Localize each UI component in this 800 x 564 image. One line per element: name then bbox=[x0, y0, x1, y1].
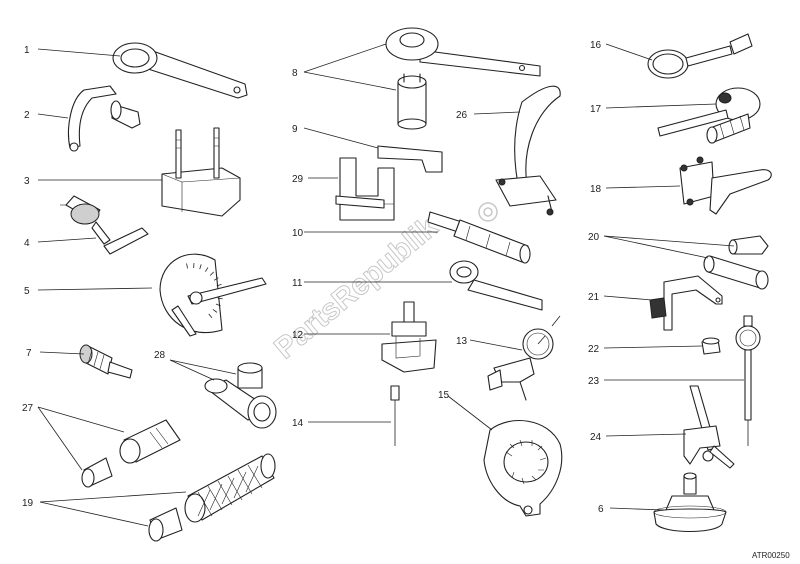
part-14-probe-rod bbox=[390, 385, 400, 446]
part-13-dial-indicator bbox=[487, 315, 561, 401]
part-8-pin-spanner bbox=[385, 27, 541, 130]
callout-17: 17 bbox=[590, 104, 602, 115]
callout-labels: 1 2 3 4 5 7 27 19 28 8 9 29 10 11 12 14 … bbox=[22, 40, 604, 515]
callout-28: 28 bbox=[154, 350, 166, 361]
part-20-cone-sleeve bbox=[703, 235, 769, 290]
part-21-bracket-knob bbox=[649, 275, 723, 331]
part-9-feeler-plate bbox=[377, 145, 443, 173]
callout-5: 5 bbox=[24, 286, 30, 297]
callout-2: 2 bbox=[24, 110, 30, 121]
callout-8: 8 bbox=[292, 68, 298, 79]
part-11-hex-wrench bbox=[449, 260, 543, 311]
degree-tick bbox=[209, 271, 215, 276]
callout-4: 4 bbox=[24, 238, 30, 249]
part-28-bushing-set bbox=[204, 362, 277, 429]
part-3-stud-bracket bbox=[161, 127, 241, 217]
callout-15: 15 bbox=[438, 390, 450, 401]
reference-code: ATR00250 bbox=[752, 551, 790, 560]
callout-1: 1 bbox=[24, 45, 30, 56]
callout-9: 9 bbox=[292, 124, 298, 135]
degree-tick bbox=[215, 303, 221, 307]
callout-27: 27 bbox=[22, 403, 34, 414]
part-27-sleeve-and-cone bbox=[81, 419, 181, 488]
callout-29: 29 bbox=[292, 174, 304, 185]
callout-19: 19 bbox=[22, 498, 34, 509]
part-12-crank-holder bbox=[381, 301, 437, 373]
callout-22: 22 bbox=[588, 344, 600, 355]
part-10-pin-tool bbox=[427, 211, 531, 264]
degree-tick bbox=[186, 263, 188, 269]
part-17-flywheel-puller bbox=[657, 87, 761, 144]
degree-tick bbox=[216, 283, 222, 287]
callout-16: 16 bbox=[590, 40, 602, 51]
part-26-curved-bracket bbox=[495, 85, 561, 216]
part-1-ring-spanner bbox=[112, 42, 248, 99]
part-2-hook-tool bbox=[67, 85, 141, 152]
callout-7: 7 bbox=[26, 348, 32, 359]
part-24-clamp-rod bbox=[683, 385, 735, 469]
degree-tick bbox=[213, 277, 219, 281]
degree-tick bbox=[208, 313, 213, 319]
callout-23: 23 bbox=[588, 376, 600, 387]
callout-3: 3 bbox=[24, 176, 30, 187]
callout-21: 21 bbox=[588, 292, 600, 303]
part-15-ring-holder bbox=[483, 419, 563, 517]
callout-6: 6 bbox=[598, 504, 604, 515]
part-19-knurled-handle bbox=[148, 453, 276, 542]
degree-tick bbox=[212, 309, 218, 313]
part-22-small-nut bbox=[701, 337, 721, 355]
part-4-t-handle-puller bbox=[60, 195, 149, 255]
callout-12: 12 bbox=[292, 330, 304, 341]
callout-13: 13 bbox=[456, 336, 468, 347]
leader-lines bbox=[37, 43, 744, 527]
part-7-threaded-adapter bbox=[79, 344, 133, 379]
degree-tick bbox=[199, 264, 202, 270]
callout-14: 14 bbox=[292, 418, 304, 429]
part-5-degree-wheel bbox=[159, 253, 267, 337]
part-16-strap-wrench bbox=[647, 33, 753, 79]
part-18-cylinder-tool bbox=[679, 156, 772, 215]
part-6-suction-base bbox=[653, 472, 727, 532]
callout-20: 20 bbox=[588, 232, 600, 243]
part-23-dial-gauge bbox=[735, 315, 761, 446]
degree-tick bbox=[205, 267, 209, 272]
callout-10: 10 bbox=[292, 228, 304, 239]
watermark-gear-icon bbox=[478, 202, 498, 222]
callout-18: 18 bbox=[590, 184, 602, 195]
callout-26: 26 bbox=[456, 110, 468, 121]
callout-11: 11 bbox=[292, 278, 303, 289]
callout-24: 24 bbox=[590, 432, 602, 443]
part-29-gauge-block bbox=[335, 157, 395, 221]
degree-tick bbox=[217, 297, 223, 300]
